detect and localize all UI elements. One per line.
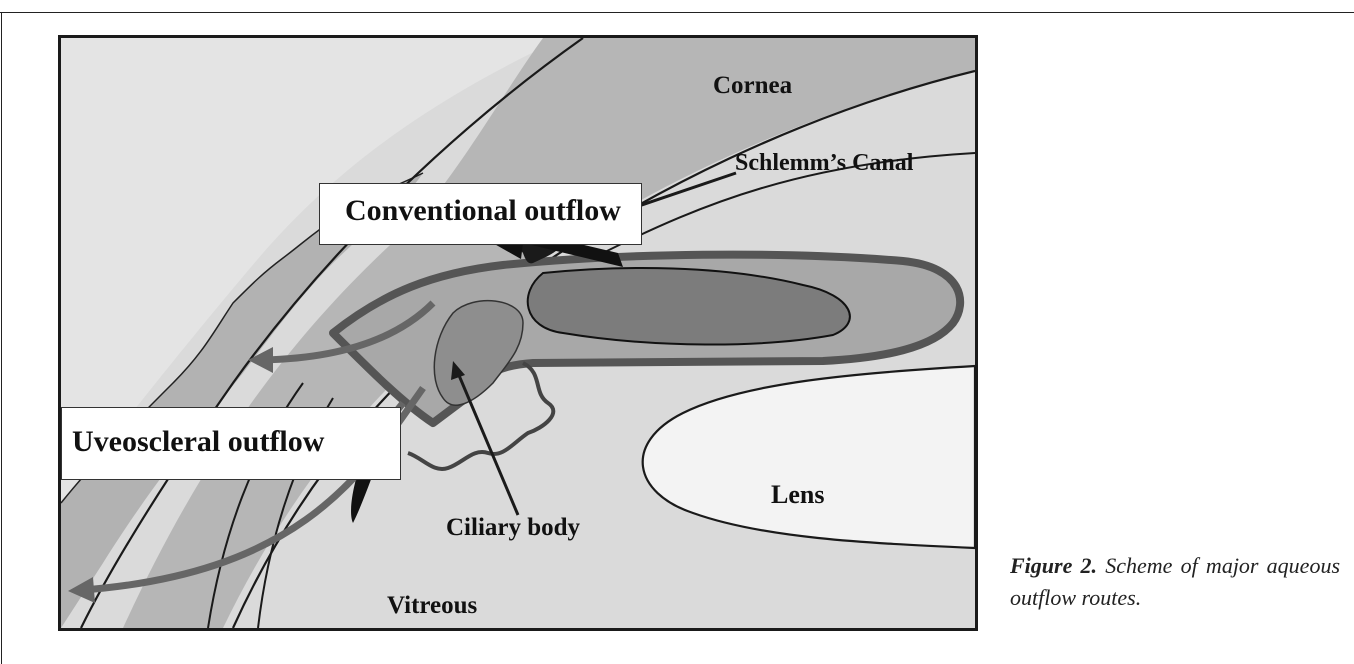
figure-caption: Figure 2. Scheme of major aqueous outflo… (1010, 550, 1340, 614)
top-rule (0, 12, 1354, 13)
ciliary-body-label: Ciliary body (446, 514, 580, 542)
conventional-outflow-box: Conventional outflow (319, 183, 642, 245)
lens-label: Lens (771, 480, 824, 510)
uveoscleral-outflow-label: Uveoscleral outflow (72, 425, 324, 458)
cornea-label: Cornea (713, 72, 792, 100)
figure-number: Figure 2. (1010, 553, 1097, 578)
schlemm-canal-label: Schlemm’s Canal (735, 150, 913, 177)
conventional-outflow-label: Conventional outflow (345, 194, 621, 227)
vitreous-label: Vitreous (387, 592, 477, 620)
uveoscleral-outflow-box: Uveoscleral outflow (61, 407, 401, 480)
left-rule (1, 12, 2, 664)
